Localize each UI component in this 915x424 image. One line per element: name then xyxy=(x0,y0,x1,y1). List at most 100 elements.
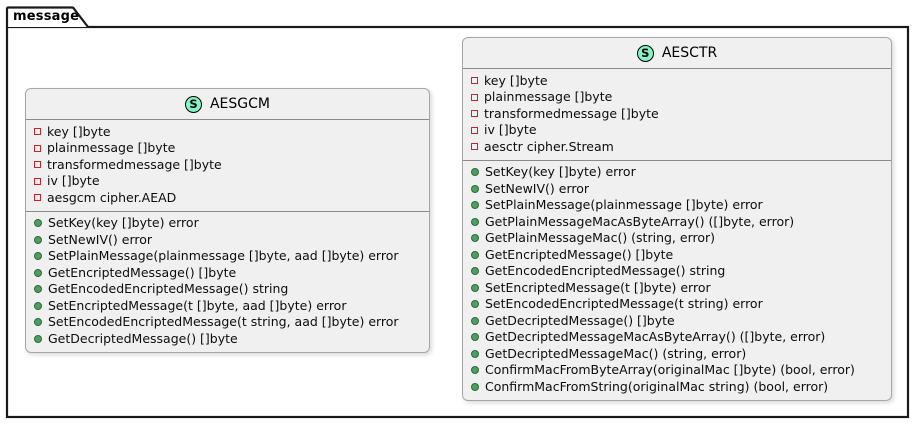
method-row: GetDecriptedMessageMacAsByteArray() ([]b… xyxy=(471,329,883,346)
method-row: GetPlainMessageMac() (string, error) xyxy=(471,230,883,247)
class-header: S AESCTR xyxy=(463,38,891,68)
public-method-icon xyxy=(34,219,42,228)
method-row: SetEncriptedMessage(t []byte) error xyxy=(471,280,883,297)
field-row: key []byte xyxy=(471,73,883,90)
field-row: iv []byte xyxy=(471,122,883,139)
struct-stereotype-icon: S xyxy=(636,44,654,62)
field-row: transformedmessage []byte xyxy=(34,157,421,174)
method-row: SetEncriptedMessage(t []byte, aad []byte… xyxy=(34,298,421,315)
method-text: SetKey(key []byte) error xyxy=(485,164,636,179)
field-text: key []byte xyxy=(484,72,548,88)
field-text: plainmessage []byte xyxy=(47,140,176,155)
field-text: aesctr cipher.Stream xyxy=(484,138,614,154)
struct-stereotype-icon: S xyxy=(184,95,202,113)
public-method-icon xyxy=(34,252,42,261)
public-method-icon xyxy=(471,234,479,243)
private-field-icon xyxy=(471,143,478,151)
private-field-icon xyxy=(471,126,478,134)
method-row: SetKey(key []byte) error xyxy=(34,215,421,232)
method-text: GetEncodedEncriptedMessage() string xyxy=(485,263,726,278)
method-text: ConfirmMacFromString(originalMac string)… xyxy=(485,378,829,394)
method-row: SetEncodedEncriptedMessage(t string) err… xyxy=(471,296,883,313)
public-method-icon xyxy=(34,334,42,343)
private-field-icon xyxy=(34,161,41,169)
public-method-icon xyxy=(34,235,42,244)
method-text: GetEncriptedMessage() []byte xyxy=(485,246,674,262)
field-row: aesctr cipher.Stream xyxy=(471,139,883,156)
method-row: SetPlainMessage(plainmessage []byte, aad… xyxy=(34,248,421,265)
method-text: SetEncriptedMessage(t []byte) error xyxy=(485,279,711,295)
field-row: aesgcm cipher.AEAD xyxy=(34,190,421,207)
method-text: GetDecriptedMessage() []byte xyxy=(48,330,238,346)
field-row: plainmessage []byte xyxy=(471,89,883,106)
field-text: plainmessage []byte xyxy=(484,89,613,104)
class-title: AESGCM xyxy=(209,96,270,112)
field-text: transformedmessage []byte xyxy=(47,156,222,172)
method-row: SetPlainMessage(plainmessage []byte) err… xyxy=(471,197,883,214)
method-text: GetDecriptedMessage() []byte xyxy=(485,312,675,328)
method-text: SetPlainMessage(plainmessage []byte) err… xyxy=(485,197,763,212)
public-method-icon xyxy=(34,301,42,310)
method-row: SetNewIV() error xyxy=(34,232,421,249)
method-text: SetKey(key []byte) error xyxy=(48,215,199,230)
private-field-icon xyxy=(34,194,41,202)
private-field-icon xyxy=(471,93,478,101)
private-field-icon xyxy=(34,177,41,185)
field-text: aesgcm cipher.AEAD xyxy=(47,189,177,205)
public-method-icon xyxy=(471,201,479,210)
package-tab-outline xyxy=(5,6,89,28)
field-row: plainmessage []byte xyxy=(34,140,421,157)
public-method-icon xyxy=(471,366,479,375)
public-method-icon xyxy=(471,333,479,342)
method-text: SetPlainMessage(plainmessage []byte, aad… xyxy=(48,248,399,263)
method-text: SetNewIV() error xyxy=(485,180,590,196)
method-text: GetDecriptedMessageMacAsByteArray() ([]b… xyxy=(485,329,826,344)
method-row: GetEncodedEncriptedMessage() string xyxy=(471,263,883,280)
package-name: message xyxy=(13,9,80,24)
method-text: GetDecriptedMessageMac() (string, error) xyxy=(485,345,747,361)
field-row: key []byte xyxy=(34,124,421,141)
method-text: GetEncodedEncriptedMessage() string xyxy=(48,281,289,296)
method-row: GetEncodedEncriptedMessage() string xyxy=(34,281,421,298)
method-row: SetKey(key []byte) error xyxy=(471,164,883,181)
public-method-icon xyxy=(471,316,479,325)
method-text: SetEncodedEncriptedMessage(t string) err… xyxy=(485,296,763,311)
field-text: iv []byte xyxy=(47,173,100,188)
public-method-icon xyxy=(471,184,479,193)
private-field-icon xyxy=(34,144,41,152)
field-text: iv []byte xyxy=(484,122,537,137)
method-text: GetPlainMessageMac() (string, error) xyxy=(485,230,716,245)
public-method-icon xyxy=(471,349,479,358)
method-row: ConfirmMacFromByteArray(originalMac []by… xyxy=(471,362,883,379)
field-row: iv []byte xyxy=(34,173,421,190)
public-method-icon xyxy=(34,285,42,294)
method-row: GetDecriptedMessage() []byte xyxy=(34,331,421,348)
private-field-icon xyxy=(471,77,478,85)
method-row: GetPlainMessageMacAsByteArray() ([]byte,… xyxy=(471,214,883,231)
method-row: GetEncriptedMessage() []byte xyxy=(34,265,421,282)
method-row: SetEncodedEncriptedMessage(t string, aad… xyxy=(34,314,421,331)
private-field-icon xyxy=(471,110,478,118)
private-field-icon xyxy=(34,128,41,136)
public-method-icon xyxy=(471,250,479,259)
method-text: GetPlainMessageMacAsByteArray() ([]byte,… xyxy=(485,213,795,229)
public-method-icon xyxy=(34,268,42,277)
method-row: GetDecriptedMessageMac() (string, error) xyxy=(471,346,883,363)
method-text: SetNewIV() error xyxy=(48,231,153,247)
public-method-icon xyxy=(471,283,479,292)
field-text: key []byte xyxy=(47,123,111,139)
method-row: SetNewIV() error xyxy=(471,181,883,198)
class-header: S AESGCM xyxy=(26,89,429,119)
public-method-icon xyxy=(471,267,479,276)
method-row: GetDecriptedMessage() []byte xyxy=(471,313,883,330)
method-text: ConfirmMacFromByteArray(originalMac []by… xyxy=(485,362,855,377)
field-text: transformedmessage []byte xyxy=(484,105,659,121)
field-row: transformedmessage []byte xyxy=(471,106,883,123)
